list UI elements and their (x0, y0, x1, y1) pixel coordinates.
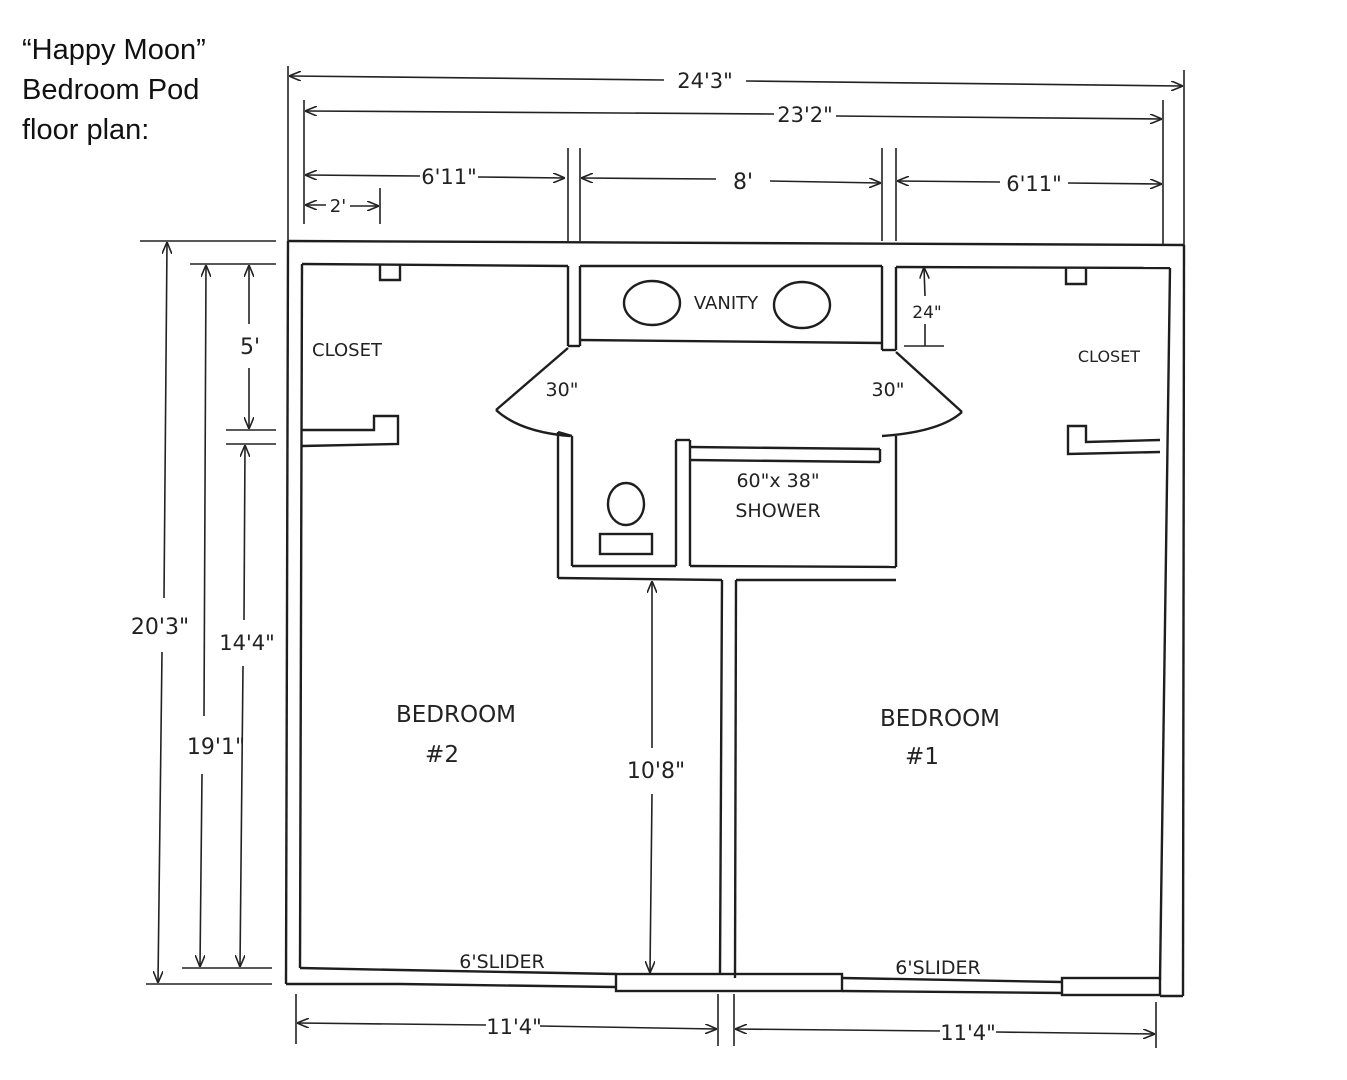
label-overall-width: 24'3" (677, 69, 733, 93)
label-closet-depth: 5' (240, 335, 260, 360)
label-vanity: VANITY (694, 293, 759, 314)
partition-wall-a (718, 579, 724, 975)
door-right-swing (881, 411, 963, 438)
dim-right-section-b (1067, 183, 1161, 184)
dimension-labels: 24'3" 23'2" 6'11" 8' 6'11" 2' 20'3" 19'1… (131, 69, 1062, 1045)
label-shower: SHOWER (735, 500, 820, 522)
dim-inner-width-left (306, 111, 775, 114)
dim-overall-depth-top (164, 243, 167, 599)
label-closet-right: CLOSET (1078, 347, 1140, 366)
dimension-lines (140, 66, 1185, 1048)
label-bedroom2-width: 11'4" (486, 1015, 542, 1039)
dim-inner-width-right (835, 116, 1161, 119)
dim-bedroom1-width-right (995, 1032, 1154, 1034)
label-middle-section: 8' (733, 170, 753, 195)
closet-left-top-jamb (378, 264, 402, 282)
top-wall-inner-left (301, 262, 569, 268)
dim-bedroom-depth-top (244, 446, 245, 621)
dim-bedroom-depth-bottom (240, 665, 243, 966)
label-overall-depth: 20'3" (131, 615, 189, 640)
label-closet-offset: 2' (330, 196, 346, 217)
slider-right-panel (1060, 976, 1162, 997)
label-bedroom1-name: BEDROOM (880, 706, 1000, 732)
door-left-swing (495, 409, 571, 438)
label-shower-size: 60"x 38" (736, 470, 819, 492)
dim-bedroom2-width-left (298, 1023, 487, 1025)
dim-left-section-a (306, 175, 421, 176)
dim-left-section-b (477, 177, 564, 178)
bottom-wall-left-b (299, 966, 401, 972)
right-wall-inner (1158, 267, 1172, 981)
dim-bedroom1-width-left (736, 1029, 941, 1031)
dim-bedroom2-width-right (539, 1026, 716, 1029)
label-door-left: 30" (546, 379, 579, 401)
label-bedroom1-number: #1 (905, 744, 939, 770)
shower-top-wall-a (689, 445, 881, 451)
left-wall-inner (298, 263, 304, 969)
top-wall-outer (287, 239, 1185, 247)
label-vanity-depth: 24" (912, 303, 941, 323)
door-left-leaf (495, 347, 569, 411)
dim-middle-section-b (769, 181, 880, 183)
dim-inner-depth-top (204, 266, 206, 717)
fixtures (495, 279, 963, 556)
dim-overall-width-left (290, 76, 665, 80)
label-closet-left: CLOSET (312, 340, 383, 361)
label-inner-width: 23'2" (777, 103, 833, 127)
label-door-right: 30" (872, 379, 905, 401)
label-bath-to-slider: 10'8" (627, 759, 685, 784)
toilet-bowl (606, 481, 646, 527)
sink-right (772, 280, 832, 330)
dim-inner-depth-bottom (200, 773, 202, 966)
plan-caption: “Happy Moon” Bedroom Pod floor plan: (22, 30, 206, 150)
vanity-counter (579, 338, 883, 345)
label-right-section: 6'11" (1006, 172, 1062, 196)
dim-bath-to-slider-bottom (650, 793, 652, 972)
right-wall-outer (1181, 244, 1186, 997)
bath-bottom-left (557, 576, 723, 582)
left-wall-outer (284, 240, 290, 985)
caption-line-3: floor plan: (22, 114, 150, 146)
dim-middle-section-a (582, 178, 717, 179)
toilet-tank (598, 532, 654, 556)
caption-line-1: “Happy Moon” (22, 34, 206, 66)
label-inner-depth: 19'1" (187, 735, 245, 760)
dim-overall-width-right (745, 80, 1182, 86)
slider-left-panel (614, 972, 844, 993)
caption-line-2: Bedroom Pod (22, 74, 200, 106)
slider-right-line-a (841, 976, 1063, 984)
label-left-section: 6'11" (421, 165, 477, 189)
door-right-leaf (895, 351, 963, 413)
slider-left-line-a (399, 968, 617, 976)
dim-vanity-depth-top (924, 268, 925, 297)
dim-right-section-a (898, 181, 1001, 182)
top-wall-inner-right (895, 265, 1171, 270)
shower-floor (689, 564, 897, 569)
sink-left (622, 279, 682, 327)
dim-overall-depth-bottom (158, 651, 162, 982)
partition-wall-b (733, 579, 738, 979)
label-slider-left: 6'SLIDER (459, 951, 544, 973)
shower-top-wall-b (689, 458, 881, 464)
label-bedroom2-name: BEDROOM (396, 702, 516, 728)
walls (284, 239, 1186, 998)
slider-right-line-b (841, 989, 1063, 995)
label-bedroom-depth: 14'4" (219, 631, 275, 655)
closet-left-wall (301, 414, 400, 448)
closet-right-top-jamb (1064, 268, 1088, 286)
room-labels: CLOSET CLOSET VANITY 60"x 38" SHOWER BED… (312, 293, 1140, 979)
closet-right-wall (1066, 424, 1161, 456)
label-slider-right: 6'SLIDER (895, 957, 980, 979)
label-bedroom2-number: #2 (425, 742, 459, 768)
slider-left-line-b (399, 982, 617, 989)
label-bedroom1-width: 11'4" (940, 1021, 996, 1045)
